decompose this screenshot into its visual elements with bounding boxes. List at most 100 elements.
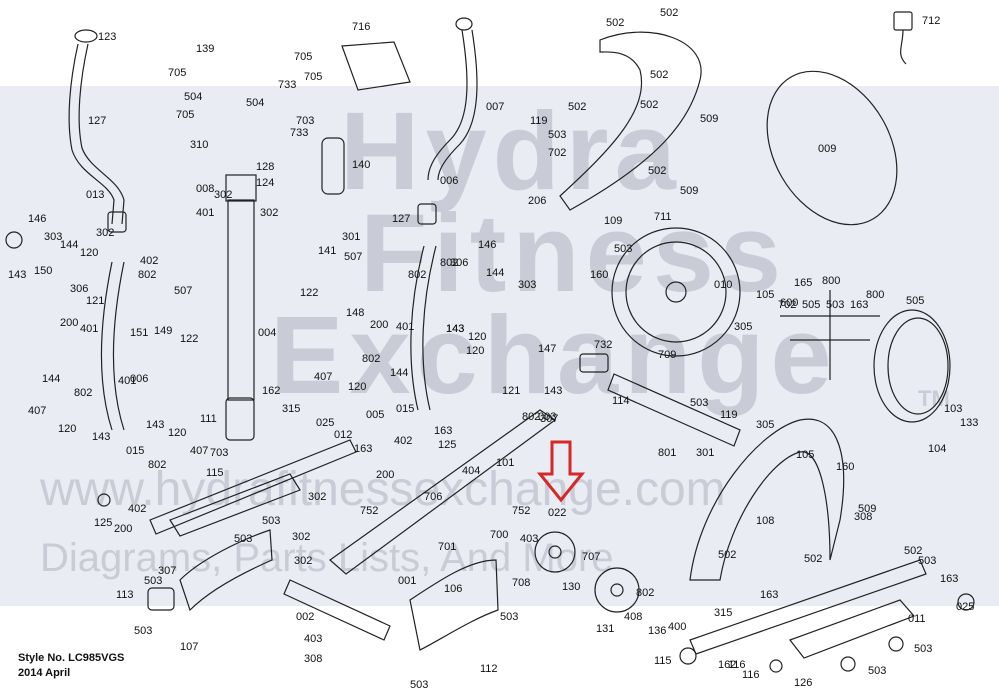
part-number-label: 114 [612, 395, 630, 407]
part-number-label: 502 [568, 101, 587, 113]
part-number-label: 006 [440, 175, 459, 187]
part-number-label: 502 [660, 7, 679, 19]
part-number-label: 146 [28, 213, 47, 225]
part-number-label: 703 [296, 115, 315, 127]
watermark-line1: Hydra [340, 90, 682, 213]
part-number-label: 115 [206, 467, 224, 479]
knob-125 [97, 493, 111, 507]
part-number-label: 707 [582, 551, 601, 563]
part-number-label: 706 [424, 491, 443, 503]
left-rail [149, 439, 357, 535]
style-number: Style No. LC985VGS [18, 652, 125, 664]
part-number-label: 119 [530, 115, 548, 127]
part-number-label: 126 [794, 677, 813, 689]
part-number-label: 709 [658, 349, 677, 361]
watermark-url: www.hydrafitnessexchange.com [40, 463, 726, 516]
part-number-label: 200 [114, 523, 133, 535]
part-number-label: 503 [914, 643, 933, 655]
part-number-label: 306 [450, 257, 469, 269]
part-number-label: 503 [144, 575, 163, 587]
part-number-label: 125 [438, 439, 457, 451]
part-number-label: 315 [714, 607, 733, 619]
part-number-label: 402 [128, 503, 147, 515]
knob-116-b [840, 656, 856, 672]
part-number-label: 301 [696, 447, 715, 459]
part-number-label: 705 [294, 51, 313, 63]
part-number-label: 150 [34, 265, 53, 277]
part-number-label: 733 [290, 127, 309, 139]
main-beam [329, 409, 557, 575]
part-number-label: 005 [366, 409, 385, 421]
part-number-label: 163 [760, 589, 779, 601]
watermark-line2: Fitness [360, 192, 788, 315]
part-number-label: 403 [520, 533, 539, 545]
part-number-label: 131 [596, 623, 615, 635]
part-number-label: 502 [650, 69, 669, 81]
part-number-label: 147 [538, 343, 557, 355]
cover-106 [409, 559, 499, 651]
part-number-label: 121 [502, 385, 521, 397]
part-number-label: 106 [444, 583, 463, 595]
part-number-label: 305 [756, 419, 775, 431]
part-number-label: 120 [168, 427, 187, 439]
part-number-label: 022 [548, 507, 567, 519]
part-number-label: 802 [636, 587, 655, 599]
left-handle-arm-inner [78, 43, 125, 225]
part-number-label: 802 [522, 411, 541, 423]
part-number-label: 160 [590, 269, 609, 281]
publication-date: 2014 April [18, 667, 71, 679]
part-number-label: 752 [360, 505, 379, 517]
part-number-label: 306 [70, 283, 89, 295]
part-number-label: 302 [308, 491, 327, 503]
right-lower-arm-inner [422, 245, 437, 411]
part-number-label: 151 [130, 327, 149, 339]
part-number-label: 148 [346, 307, 365, 319]
part-number-label: 015 [396, 403, 415, 415]
bottle [321, 137, 345, 195]
lower-cylinder-111 [225, 397, 255, 441]
rail-011 [689, 559, 927, 655]
part-number-label: 403 [304, 633, 323, 645]
part-number-label: 702 [778, 299, 797, 311]
part-number-label: 505 [906, 295, 925, 307]
knob-162 [957, 593, 975, 611]
part-number-label: 504 [184, 91, 203, 103]
part-number-label: 120 [348, 381, 367, 393]
part-number-label: 800 [866, 289, 885, 301]
part-number-label: 504 [246, 97, 265, 109]
part-number-label: 200 [370, 319, 389, 331]
part-number-label: 507 [344, 251, 363, 263]
part-number-label: 407 [190, 445, 209, 457]
part-number-label: 127 [392, 213, 411, 225]
part-number-label: 302 [214, 189, 233, 201]
right-handle-cap [455, 17, 473, 31]
part-number-label: 025 [956, 601, 975, 613]
part-number-label: 302 [96, 227, 115, 239]
part-number-label: 011 [908, 613, 926, 625]
part-number-label: 502 [648, 165, 667, 177]
part-number-label: 503 [918, 555, 937, 567]
part-number-label: 006 [130, 373, 149, 385]
part-number-label: 802 [138, 269, 157, 281]
part-number-label: 002 [296, 611, 315, 623]
wheel-130-hub [548, 545, 562, 559]
adapter-cord [900, 29, 907, 65]
part-number-label: 141 [318, 245, 337, 257]
part-number-label: 315 [282, 403, 301, 415]
part-number-label: 143 [8, 269, 27, 281]
console [341, 41, 411, 91]
part-number-label: 502 [640, 99, 659, 111]
part-number-label: 140 [352, 159, 371, 171]
part-number-label: 122 [180, 333, 199, 345]
left-pedal [169, 473, 301, 537]
part-number-label: 104 [928, 443, 947, 455]
part-number-label: 139 [196, 43, 215, 55]
knob-116-a [888, 636, 904, 652]
watermark-tagline: Diagrams, Parts Lists, And More [40, 536, 614, 580]
part-number-label: 012 [334, 429, 353, 441]
part-number-label: 503 [614, 243, 633, 255]
pulley-face [887, 317, 949, 415]
watermark-band [0, 86, 999, 606]
part-number-label: 107 [180, 641, 199, 653]
part-number-label: 116 [728, 659, 746, 671]
